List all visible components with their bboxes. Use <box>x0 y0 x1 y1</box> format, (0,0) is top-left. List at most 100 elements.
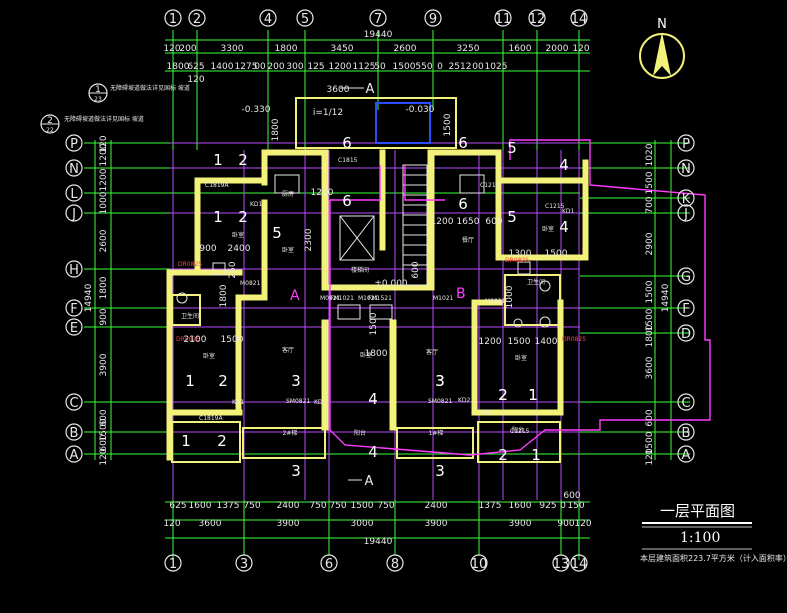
tag-text: C1815 <box>338 157 358 164</box>
dim-text: 1800 <box>99 276 109 299</box>
dim-total-bottom: 19440 <box>364 537 393 547</box>
dim-text: 900 <box>199 244 216 254</box>
tag-text: M1021 <box>433 295 454 302</box>
dim-total-right: 14940 <box>661 283 671 312</box>
axis-right-label: G <box>681 270 691 285</box>
axis-bubbles-bottom: 1 3 6 8 10 13 14 <box>164 554 588 572</box>
room-number: 6 <box>342 192 352 210</box>
dim-text: 2600 <box>99 229 109 252</box>
dim-text: 120 <box>187 75 204 85</box>
axis-bottom-label: 10 <box>471 557 488 572</box>
dim-text: 1800 <box>167 62 190 72</box>
dim-text: 750 <box>329 501 346 511</box>
axis-bottom-label: 13 <box>553 557 570 572</box>
boundary-line <box>329 139 711 456</box>
dim-text: 2600 <box>394 44 417 54</box>
room-number: 3 <box>435 372 445 390</box>
axis-left-label: F <box>70 302 77 317</box>
axis-right-label: N <box>681 162 691 177</box>
dim-text: 1200 <box>479 337 502 347</box>
dim-text: 925 <box>539 501 556 511</box>
axis-right-label: P <box>682 137 690 152</box>
dim-text: 00 <box>254 62 266 72</box>
room-label: 2#梯 <box>283 429 298 437</box>
room-number: 3 <box>291 462 301 480</box>
dim-text: 1200 <box>311 188 334 198</box>
tag-text: C1215 <box>480 182 500 189</box>
tag-text: C1215 <box>545 203 565 210</box>
tag-text: C1819A <box>205 182 229 189</box>
tag-text: C1215 <box>510 428 530 435</box>
dim-text: 750 <box>243 501 260 511</box>
room-number: 3 <box>435 372 445 390</box>
axis-left-label: A <box>70 448 79 463</box>
room-number: 1 <box>213 151 223 169</box>
axis-left-label: H <box>69 263 79 278</box>
axis-left-label: C <box>69 396 78 411</box>
tag-text: KD1 <box>232 399 245 406</box>
dim-text: 1600 <box>509 44 532 54</box>
dim-text: 150 <box>567 501 584 511</box>
detail-callouts: 1 23 无障碍坡道做法详见国标 坡道 2 22 无障碍坡道做法详见国标 坡道 <box>40 83 190 134</box>
room-numbers: 1 2 1 2 5 1 2 1 2 1 2 3 3 4 3 4 3 2 1 2 … <box>181 134 569 480</box>
dim-text: 3250 <box>457 44 480 54</box>
room-number: 6 <box>458 134 468 152</box>
dim-text: 900 <box>557 519 574 529</box>
room-label: 客厅 <box>282 346 294 354</box>
dim-text: 550 <box>415 62 432 72</box>
dim-text: 750 <box>309 501 326 511</box>
dim-text: 1375 <box>479 501 502 511</box>
dim-text: 200 <box>267 62 284 72</box>
dim-text: ±0.000 <box>374 279 408 289</box>
area-note: 本层建筑面积223.7平方米（计入面积率） <box>640 554 787 563</box>
axis-right-label: B <box>682 426 691 441</box>
dim-text: 3000 <box>351 519 374 529</box>
dim-text: 3450 <box>331 44 354 54</box>
dim-text: 1500 <box>508 337 531 347</box>
axis-right-label: D <box>681 327 691 342</box>
dim-text: i=1/12 <box>313 108 343 118</box>
room-number: 2 <box>498 446 508 464</box>
dim-text: 1500 <box>351 501 374 511</box>
interior-dimensions: 3600 -0.330 i=1/12 -0.030 1800 1500 1200… <box>184 85 568 359</box>
dim-text: 1025 <box>485 62 508 72</box>
dim-text: 600 <box>563 491 580 501</box>
room-label: 卧室 <box>203 352 215 360</box>
room-number: 1 <box>213 208 223 226</box>
dim-text: 0 <box>437 62 443 72</box>
room-label: 卫生间 <box>181 312 199 320</box>
component-tags: KD1 KD1 KD1 KD1 KD2 KD2 C1819A C1819A C1… <box>176 157 586 435</box>
dim-text: 625 <box>169 501 186 511</box>
dim-text: 1125 <box>353 62 376 72</box>
dim-text: 600 <box>645 409 655 426</box>
dimension-text-bottom: 625 1600 1375 750 2400 750 750 1500 750 … <box>163 491 591 547</box>
dim-text: 600 <box>411 261 421 278</box>
dim-text: 900 <box>99 308 109 325</box>
dim-total-left: 14940 <box>84 283 94 312</box>
dim-text: 1500 <box>443 113 453 136</box>
dim-text: -0.030 <box>405 105 434 115</box>
dim-text: 1000 <box>505 285 515 308</box>
tag-text: DR0825 <box>178 261 202 268</box>
dimension-text-left: 120 600 1200 1000 1200 2600 1800 900 390… <box>84 135 109 465</box>
dim-text: 1800 <box>275 44 298 54</box>
room-number: 2 <box>238 151 248 169</box>
room-number: 2 <box>238 208 248 226</box>
dim-text: 1500 <box>645 431 655 454</box>
dim-text: 120 <box>99 135 109 152</box>
dim-text: 120 <box>645 448 655 465</box>
room-number: 2 <box>498 386 508 404</box>
dim-text: 1500 <box>221 335 244 345</box>
dim-text: 2300 <box>304 228 314 251</box>
dim-text: 600 <box>99 409 109 426</box>
dim-text: 3900 <box>509 519 532 529</box>
room-number: 2 <box>218 372 228 390</box>
room-number: 6 <box>458 195 468 213</box>
room-number: 1 <box>528 386 538 404</box>
dim-text: 120 <box>163 44 180 54</box>
dim-text: 1500 <box>645 171 655 194</box>
dim-text: 1500 <box>545 249 568 259</box>
dimension-text-top: 19440 120 200 3300 1800 3450 2600 3250 1… <box>163 30 589 85</box>
dim-text: 600 <box>99 434 109 451</box>
